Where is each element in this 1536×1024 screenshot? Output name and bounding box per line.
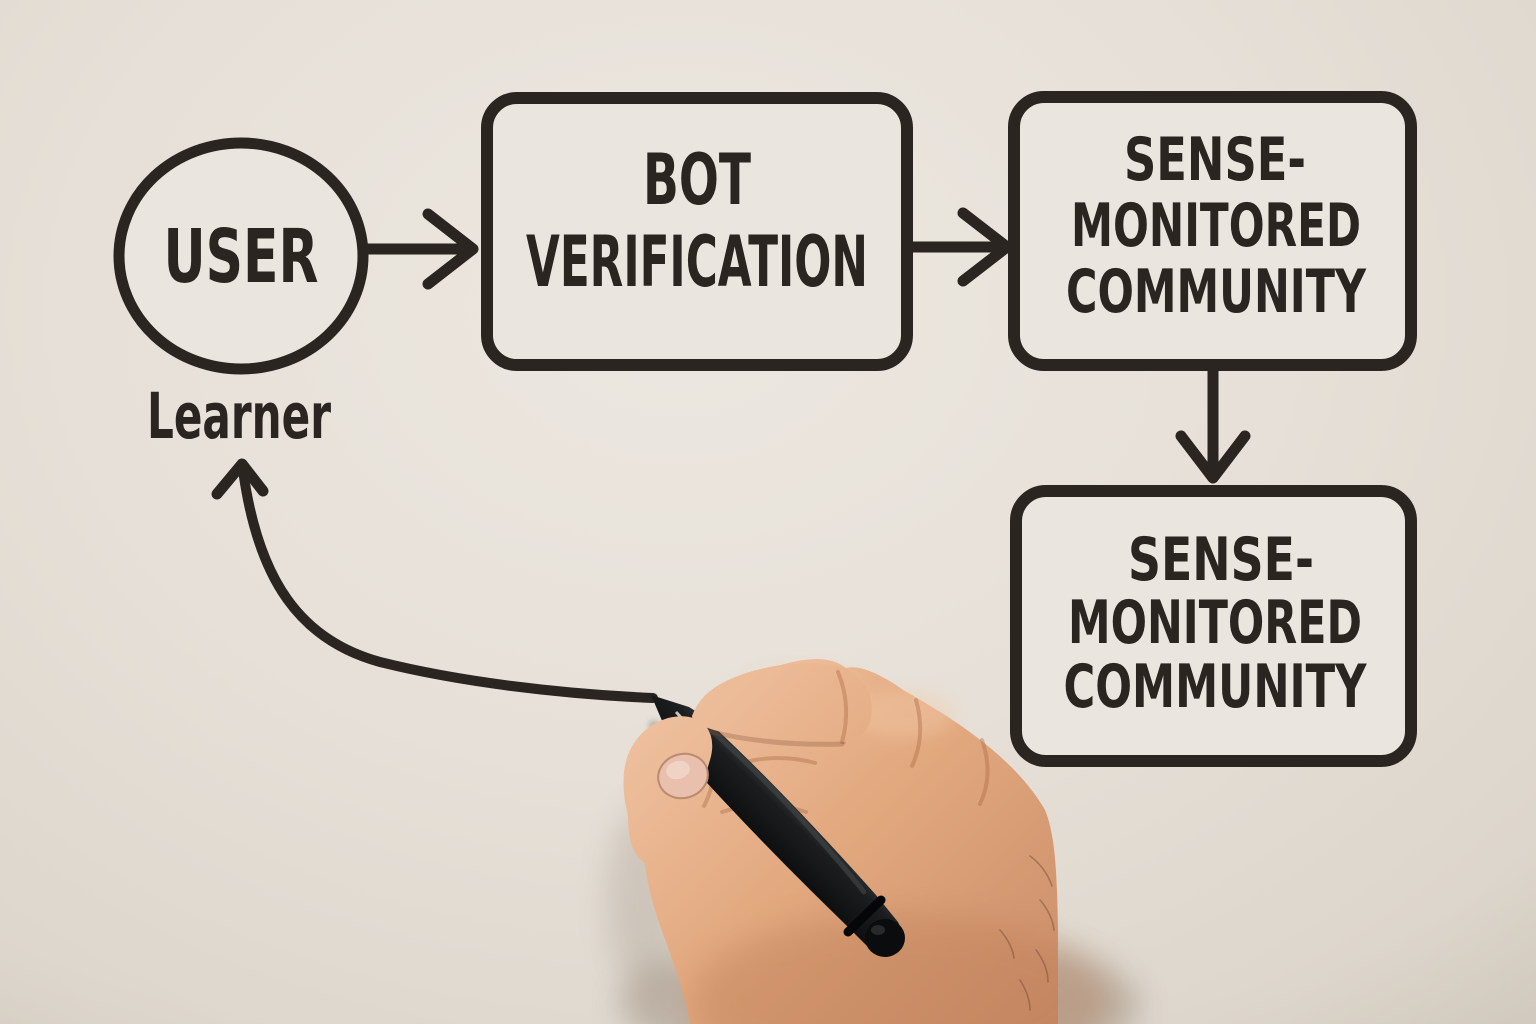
thumbnail-highlight	[666, 760, 690, 780]
index-finger	[692, 663, 872, 745]
arrow-head	[957, 207, 1013, 287]
wrist-hair	[1019, 979, 1031, 1011]
community-bottom-line-1: SENSE-	[1128, 525, 1314, 595]
marker-end-ring	[843, 895, 886, 937]
index-finger-shading	[709, 729, 845, 747]
wrist-hair	[1035, 949, 1049, 983]
arrow-bot-to-community-top	[902, 207, 1013, 287]
arrow-community-top-to-bottom	[1175, 362, 1251, 484]
node-user-label: USER	[164, 214, 319, 300]
index-knuckle-crease	[836, 670, 849, 744]
arrow-head	[1175, 430, 1251, 484]
finger-crease	[978, 738, 990, 806]
wrist-hair	[1039, 899, 1055, 931]
community-top-line-2: MONITORED	[1071, 191, 1361, 261]
arrow-shaft	[238, 465, 658, 703]
node-bot-verification-box	[481, 92, 913, 371]
knuckle-highlight	[853, 690, 957, 738]
arrow-head	[211, 458, 269, 500]
arrow-head	[422, 208, 479, 290]
finger-crease	[910, 698, 923, 768]
wrist-hair	[999, 929, 1015, 959]
marker-highlight	[699, 719, 867, 895]
community-bottom-line-3: COMMUNITY	[1064, 652, 1368, 722]
node-user-sublabel: Learner	[147, 380, 331, 453]
gripping-fingers	[623, 663, 872, 865]
marker-cap-sheen	[871, 925, 885, 935]
arrow-pen-to-user-curved	[211, 458, 658, 703]
community-bottom-line-2: MONITORED	[1068, 588, 1362, 658]
wrist-hair	[1029, 855, 1053, 887]
community-top-line-1: SENSE-	[1124, 125, 1306, 195]
community-top-line-3: COMMUNITY	[1066, 257, 1367, 327]
marker-pen	[651, 695, 905, 957]
marker-barrel	[651, 695, 901, 954]
diagram-layer: USER Learner BOT VERIFICATION SENSE- MON…	[113, 91, 1417, 767]
marker-end-cap	[865, 919, 905, 957]
bot-verification-line-2: VERIFICATION	[526, 221, 868, 303]
node-community-bottom-box	[1010, 485, 1417, 767]
bot-verification-line-1: BOT	[643, 139, 751, 221]
node-user-circle	[113, 137, 369, 375]
arrow-user-to-bot-verification	[357, 208, 479, 290]
wrist-shading	[690, 915, 1110, 1024]
